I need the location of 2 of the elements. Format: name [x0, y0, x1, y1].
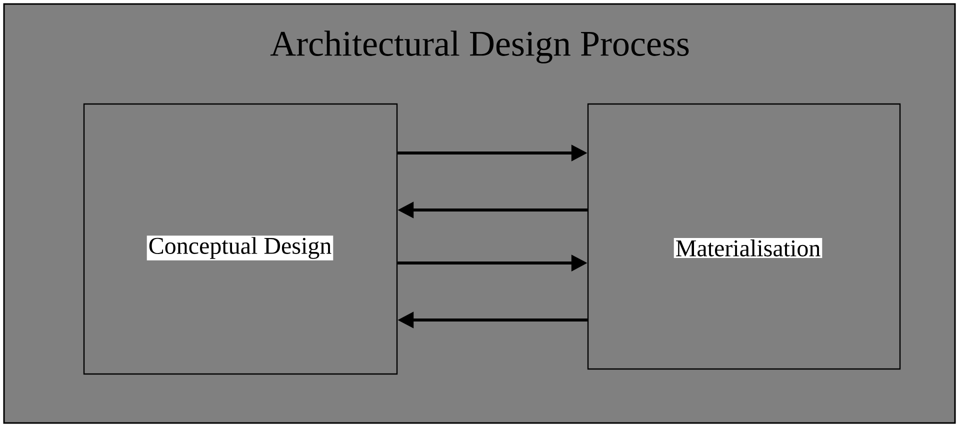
process-box: Conceptual Design [83, 103, 398, 375]
process-box: Materialisation [587, 103, 901, 370]
